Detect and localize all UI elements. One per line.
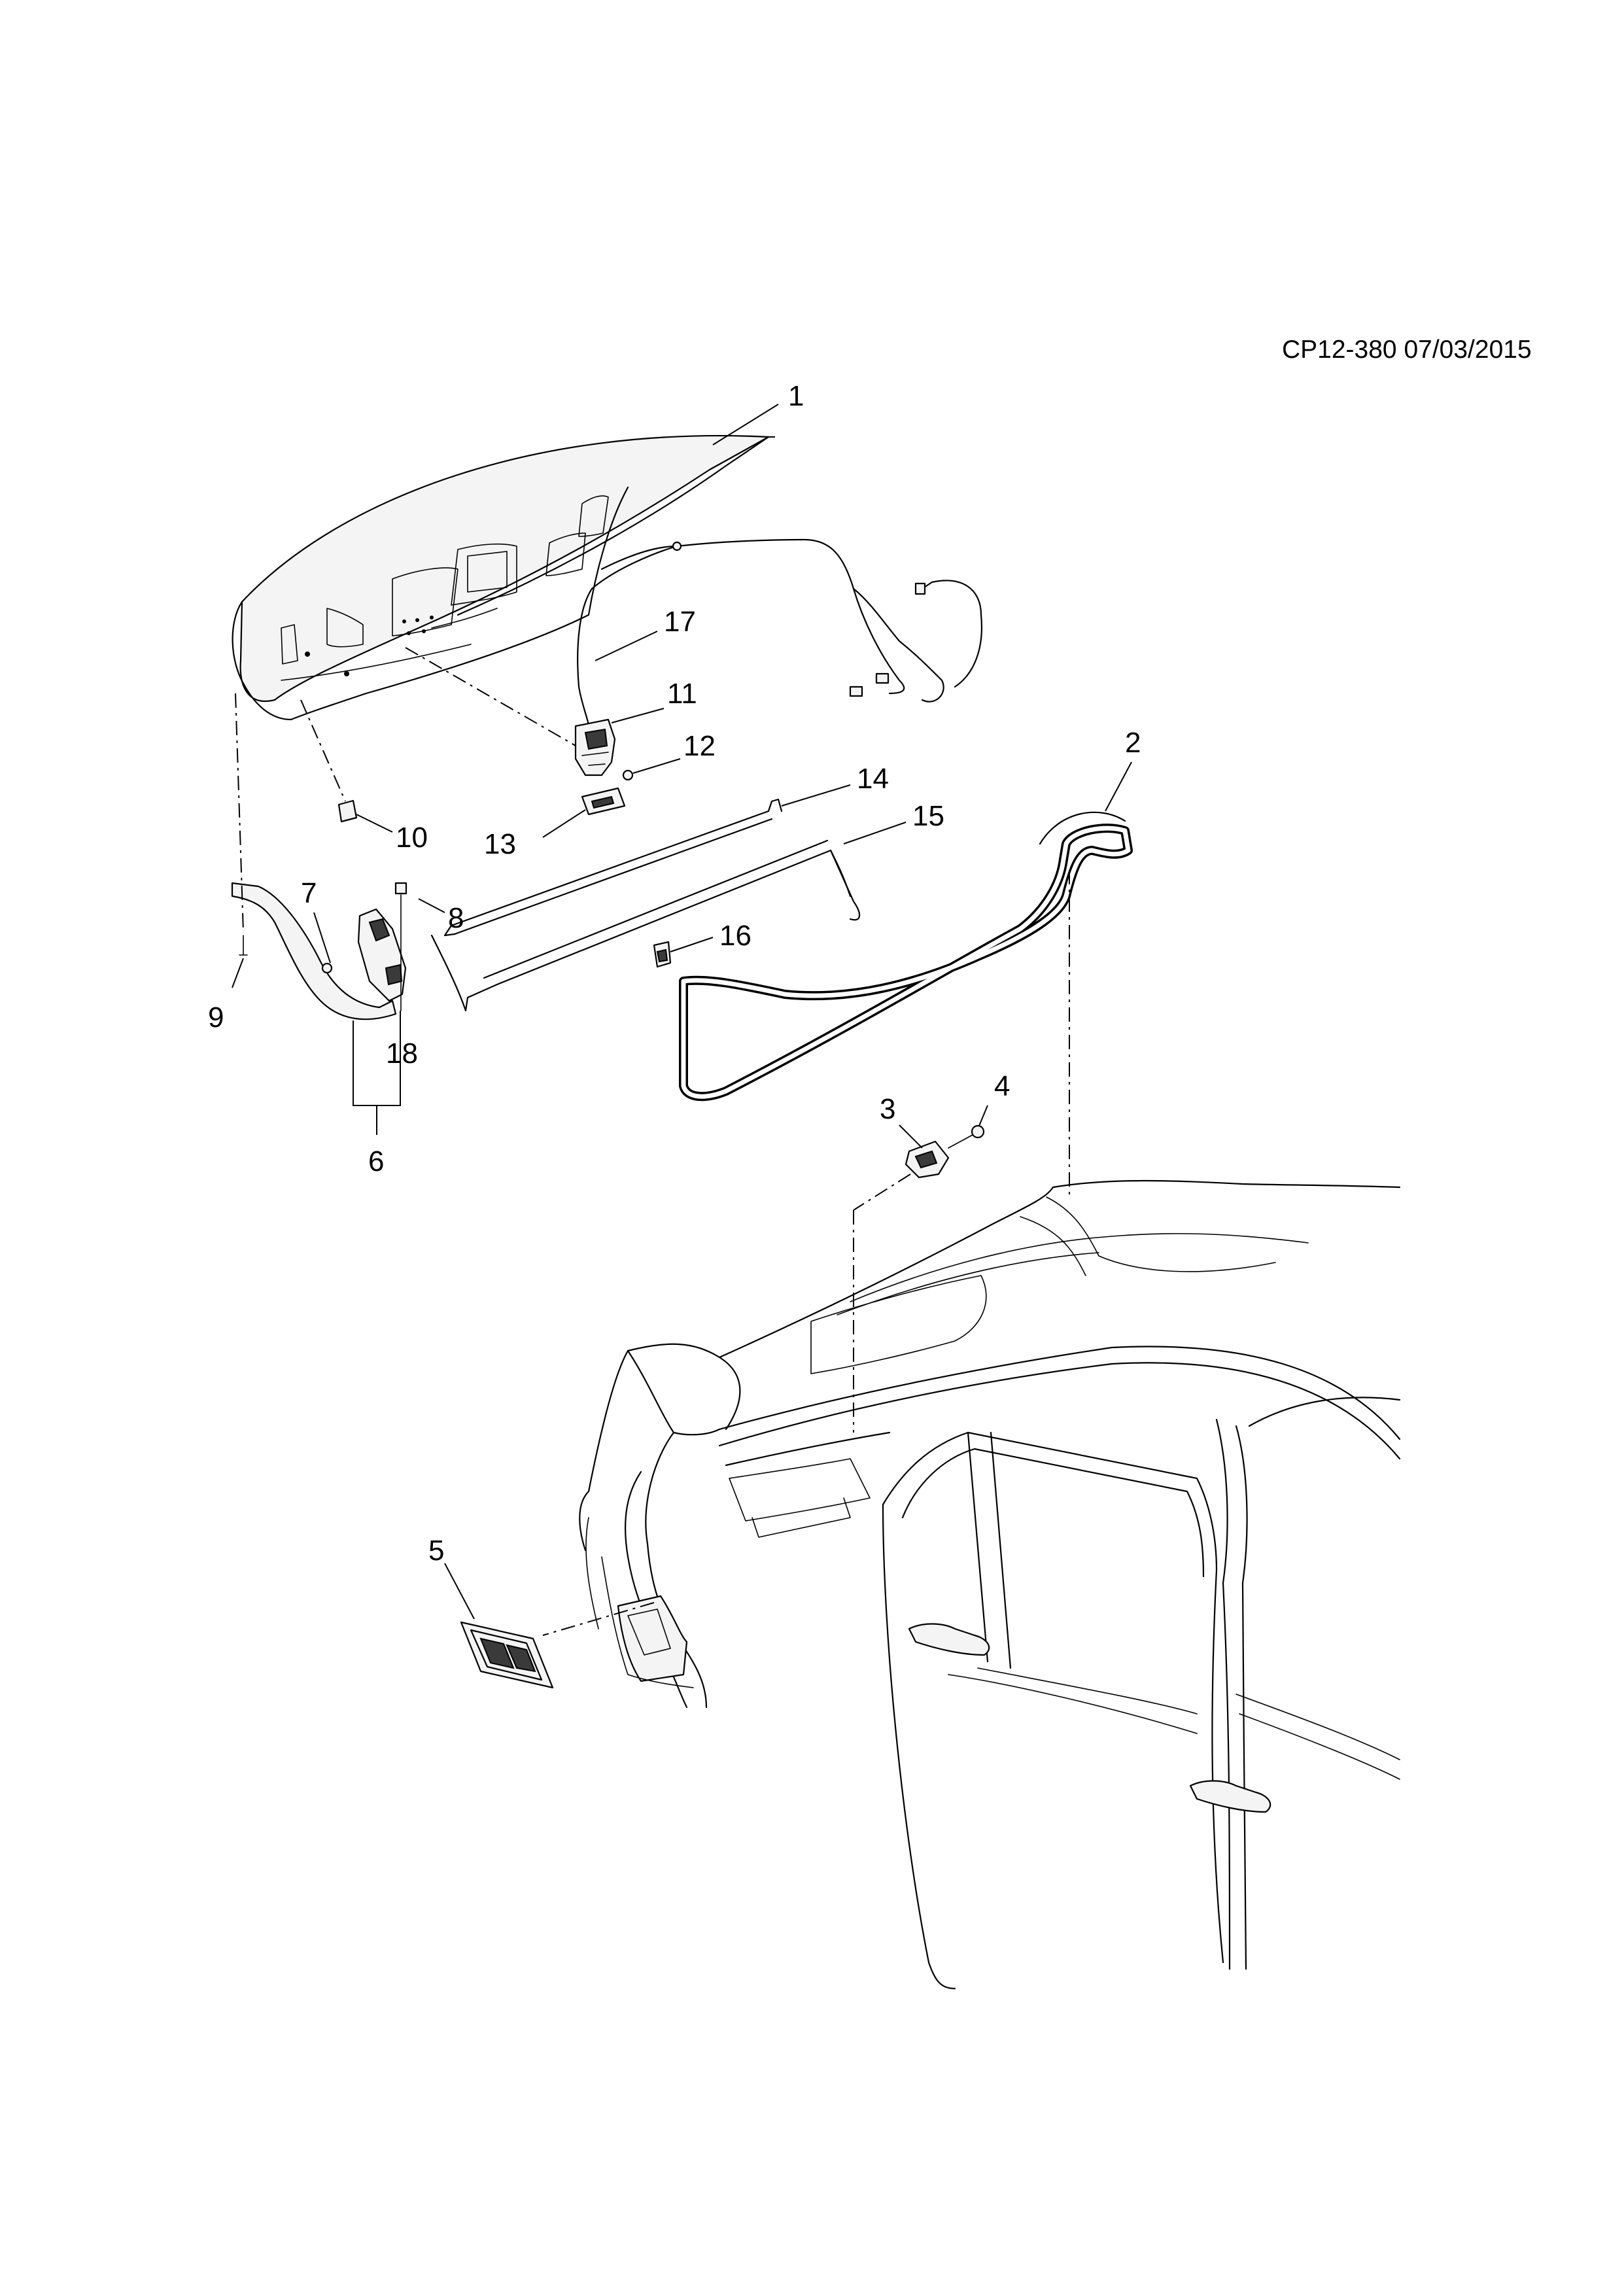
striker-part [853, 1124, 950, 1433]
callout-10: 10 [396, 822, 428, 854]
callout-6: 6 [368, 1145, 384, 1177]
callout-16: 16 [719, 920, 752, 952]
callout-17: 17 [664, 606, 696, 638]
callout-4: 4 [994, 1070, 1010, 1102]
callout-12: 12 [683, 730, 716, 762]
callout-labels: 1 2 3 4 5 6 7 8 9 10 11 12 13 14 15 16 1… [208, 380, 1141, 1567]
latch-part [405, 647, 665, 776]
callout-18: 18 [386, 1037, 418, 1070]
callout-3: 3 [880, 1093, 895, 1125]
hinge-assembly-part [231, 693, 445, 1135]
striker-nut-part [948, 1105, 988, 1149]
latch-bolt-part [622, 758, 681, 781]
callout-8: 8 [448, 902, 464, 934]
vehicle-body-part [542, 1179, 1401, 1990]
callout-11: 11 [667, 678, 697, 710]
weatherstrip-clip-part [653, 937, 714, 968]
bump-stop-part [300, 699, 393, 833]
callout-5: 5 [428, 1535, 444, 1567]
callout-14: 14 [857, 763, 889, 795]
torsion-rod-14-part [443, 784, 851, 937]
callout-15: 15 [912, 800, 944, 832]
callout-7: 7 [301, 877, 317, 909]
diagram-reference-code: CP12-380 07/03/2015 [1282, 336, 1532, 364]
trunk-lid-part [232, 404, 779, 721]
callout-9: 9 [208, 1001, 224, 1034]
latch-bracket-part [542, 787, 626, 838]
callout-2: 2 [1125, 727, 1141, 759]
weatherstrip-part [679, 761, 1133, 1197]
torsion-rod-15-part [430, 822, 907, 1012]
release-cable-part [577, 538, 982, 740]
callout-13: 13 [484, 828, 516, 860]
pressure-relief-vent-part [444, 1563, 554, 1689]
callout-1: 1 [788, 380, 804, 412]
